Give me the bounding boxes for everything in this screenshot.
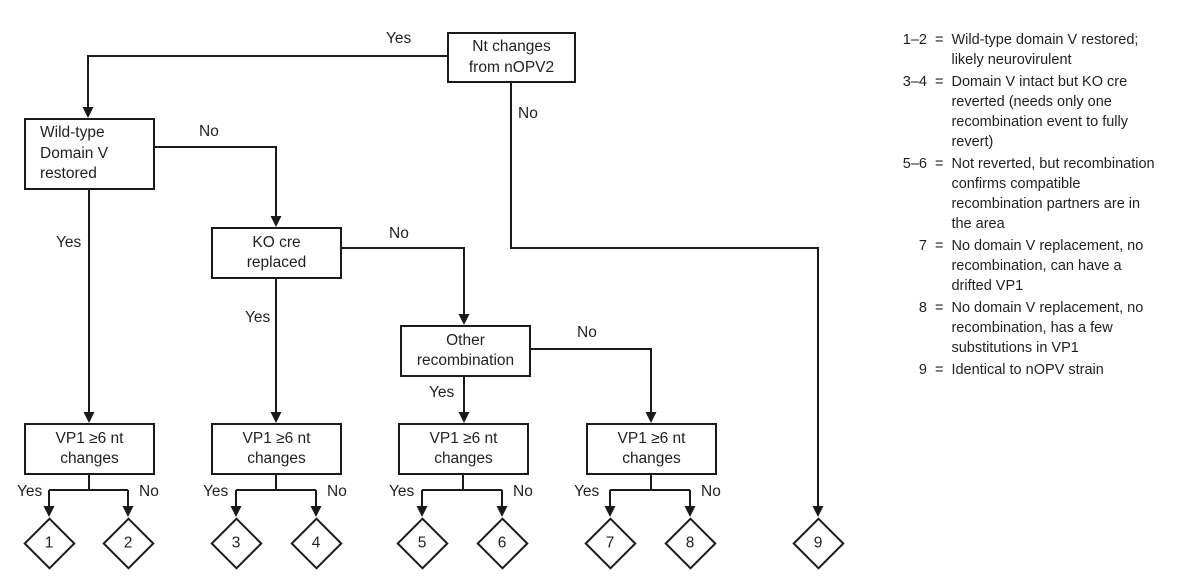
edge-wild-no [155, 146, 277, 216]
node-other-recombination: Other recombination [400, 325, 531, 377]
legend-equals: = [935, 32, 944, 48]
label-other-no: No [577, 324, 597, 341]
terminal-4-label: 4 [311, 534, 321, 551]
node-vp1-a: VP1 ≥6 nt changes [24, 423, 155, 475]
label-root-no: No [518, 105, 538, 122]
edge-ko-no [342, 247, 465, 314]
node-vp1-c: VP1 ≥6 nt changes [398, 423, 529, 475]
label-vp1b-yes: Yes [203, 483, 229, 500]
label-wild-no: No [199, 123, 219, 140]
label-ko-yes: Yes [245, 309, 271, 326]
legend-text: No domain V replacement, no recombinatio… [951, 238, 1144, 294]
terminal-1-label: 1 [44, 534, 54, 551]
legend-equals: = [935, 74, 944, 90]
legend-item-5-6: 5–6 = Not reverted, but recombination co… [877, 154, 1169, 234]
label-vp1c-yes: Yes [389, 483, 415, 500]
label-vp1d-yes: Yes [574, 483, 600, 500]
label-vp1a-yes: Yes [17, 483, 43, 500]
tsplit-d [609, 475, 691, 507]
label-wild-yes: Yes [56, 234, 82, 251]
legend-key: 8 [918, 300, 927, 316]
legend-key: 5–6 [902, 156, 927, 172]
legend-item-3-4: 3–4 = Domain V intact but KO cre reverte… [877, 72, 1169, 152]
legend-text: Not reverted, but recombination confirms… [951, 156, 1155, 232]
edge-root-no [510, 83, 819, 506]
label-vp1a-no: No [139, 483, 159, 500]
label-vp1d-no: No [701, 483, 721, 500]
terminal-3-label: 3 [231, 534, 241, 551]
legend-text: No domain V replacement, no recombinatio… [951, 300, 1144, 356]
edge-other-no [531, 348, 652, 412]
legend-equals: = [935, 238, 944, 254]
terminal-5-label: 5 [417, 534, 427, 551]
label-root-yes: Yes [386, 30, 412, 47]
terminal-2-label: 2 [123, 534, 133, 551]
legend-key: 3–4 [902, 74, 927, 90]
legend-key: 7 [918, 238, 927, 254]
legend-text: Domain V intact but KO cre reverted (nee… [951, 74, 1128, 150]
edge-root-yes [87, 55, 447, 107]
label-vp1c-no: No [513, 483, 533, 500]
tsplit-b [235, 475, 317, 507]
node-wild-type-domain-v: Wild-type Domain V restored [24, 118, 155, 190]
tsplit-a [48, 475, 129, 507]
label-other-yes: Yes [429, 384, 455, 401]
label-ko-no: No [389, 225, 409, 242]
legend-item-9: 9 = Identical to nOPV strain [877, 360, 1169, 380]
node-root: Nt changes from nOPV2 [447, 32, 576, 83]
legend-equals: = [935, 300, 944, 316]
node-vp1-b: VP1 ≥6 nt changes [211, 423, 342, 475]
legend-text: Identical to nOPV strain [951, 362, 1104, 378]
legend-equals: = [935, 156, 944, 172]
node-vp1-d: VP1 ≥6 nt changes [586, 423, 717, 475]
legend-equals: = [935, 362, 944, 378]
terminal-7-label: 7 [605, 534, 615, 551]
legend-key: 1–2 [902, 32, 927, 48]
legend-item-1-2: 1–2 = Wild-type domain V restored; likel… [877, 30, 1169, 70]
tsplit-c [421, 475, 503, 507]
terminal-9-label: 9 [813, 534, 823, 551]
legend-item-7: 7 = No domain V replacement, no recombin… [877, 236, 1169, 296]
connector-lines [43, 55, 824, 517]
legend-key: 9 [918, 362, 927, 378]
label-vp1b-no: No [327, 483, 347, 500]
legend-item-8: 8 = No domain V replacement, no recombin… [877, 298, 1169, 358]
legend-text: Wild-type domain V restored; likely neur… [951, 32, 1139, 68]
node-ko-cre-replaced: KO cre replaced [211, 227, 342, 279]
legend: 1–2 = Wild-type domain V restored; likel… [877, 30, 1169, 382]
terminal-6-label: 6 [497, 534, 507, 551]
terminal-8-label: 8 [685, 534, 695, 551]
